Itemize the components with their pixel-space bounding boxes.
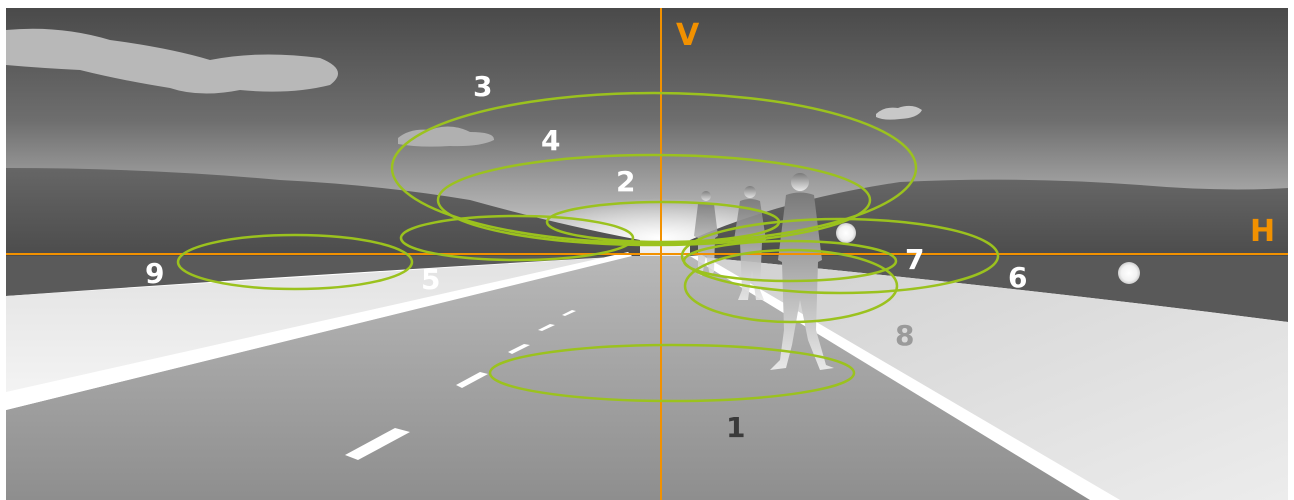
road-center-dashes (345, 310, 576, 460)
ground-left (6, 256, 630, 296)
zone-label-3: 3 (473, 70, 492, 103)
horizontal-axis-label: H (1250, 214, 1275, 249)
hills-left (6, 168, 640, 256)
light-dot-icon (836, 223, 856, 243)
zone-ellipse-5 (399, 214, 635, 262)
zone-label-8: 8 (895, 319, 914, 352)
zone-ellipse-8 (683, 248, 899, 324)
zone-label-2: 2 (616, 165, 635, 198)
cloud-icon (6, 28, 338, 94)
road-edge-line-right (690, 255, 1120, 500)
person-icon (694, 191, 718, 276)
zone-label-6: 6 (1008, 261, 1027, 294)
zone-label-1: 1 (726, 411, 745, 444)
cloud-icon (398, 126, 495, 147)
zone-ellipse-9 (176, 233, 414, 291)
zone-label-4: 4 (541, 124, 560, 157)
zone-ellipse-7 (680, 217, 1000, 295)
road-edge-line-left (6, 252, 632, 410)
zone-ellipse-1 (488, 343, 856, 403)
light-dot-icon (1118, 262, 1140, 284)
cloud-icon (876, 105, 922, 120)
zone-ellipse-4 (436, 153, 872, 247)
zone-label-9: 9 (145, 257, 164, 290)
zone-ellipse-6 (682, 239, 898, 283)
vertical-axis-label: V (676, 18, 700, 53)
zone-label-7: 7 (905, 243, 924, 276)
road (6, 256, 1110, 500)
zone-label-5: 5 (421, 263, 440, 296)
